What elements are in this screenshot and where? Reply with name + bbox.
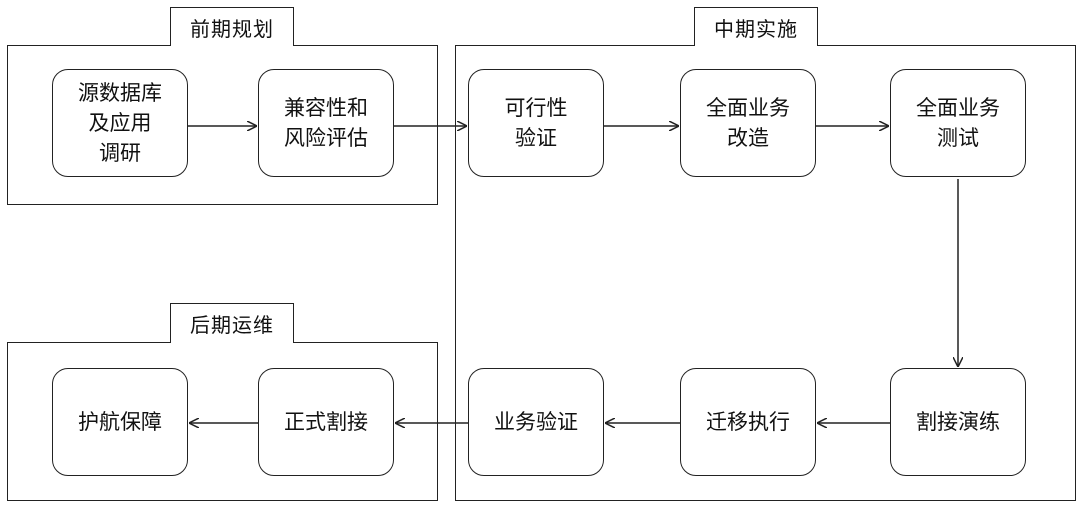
- phase-operate-title: 后期运维: [170, 303, 294, 343]
- node-risk: 兼容性和 风险评估: [258, 69, 394, 177]
- node-overhaul: 全面业务 改造: [680, 69, 816, 177]
- node-feasibility: 可行性 验证: [468, 69, 604, 177]
- node-support: 护航保障: [52, 368, 188, 476]
- node-research: 源数据库 及应用 调研: [52, 69, 188, 177]
- node-rehearsal: 割接演练: [890, 368, 1026, 476]
- phase-implement-title: 中期实施: [694, 7, 818, 46]
- phase-plan-title: 前期规划: [170, 7, 294, 46]
- node-migration: 迁移执行: [680, 368, 816, 476]
- node-testing: 全面业务 测试: [890, 69, 1026, 177]
- node-verification: 业务验证: [468, 368, 604, 476]
- node-cutover: 正式割接: [258, 368, 394, 476]
